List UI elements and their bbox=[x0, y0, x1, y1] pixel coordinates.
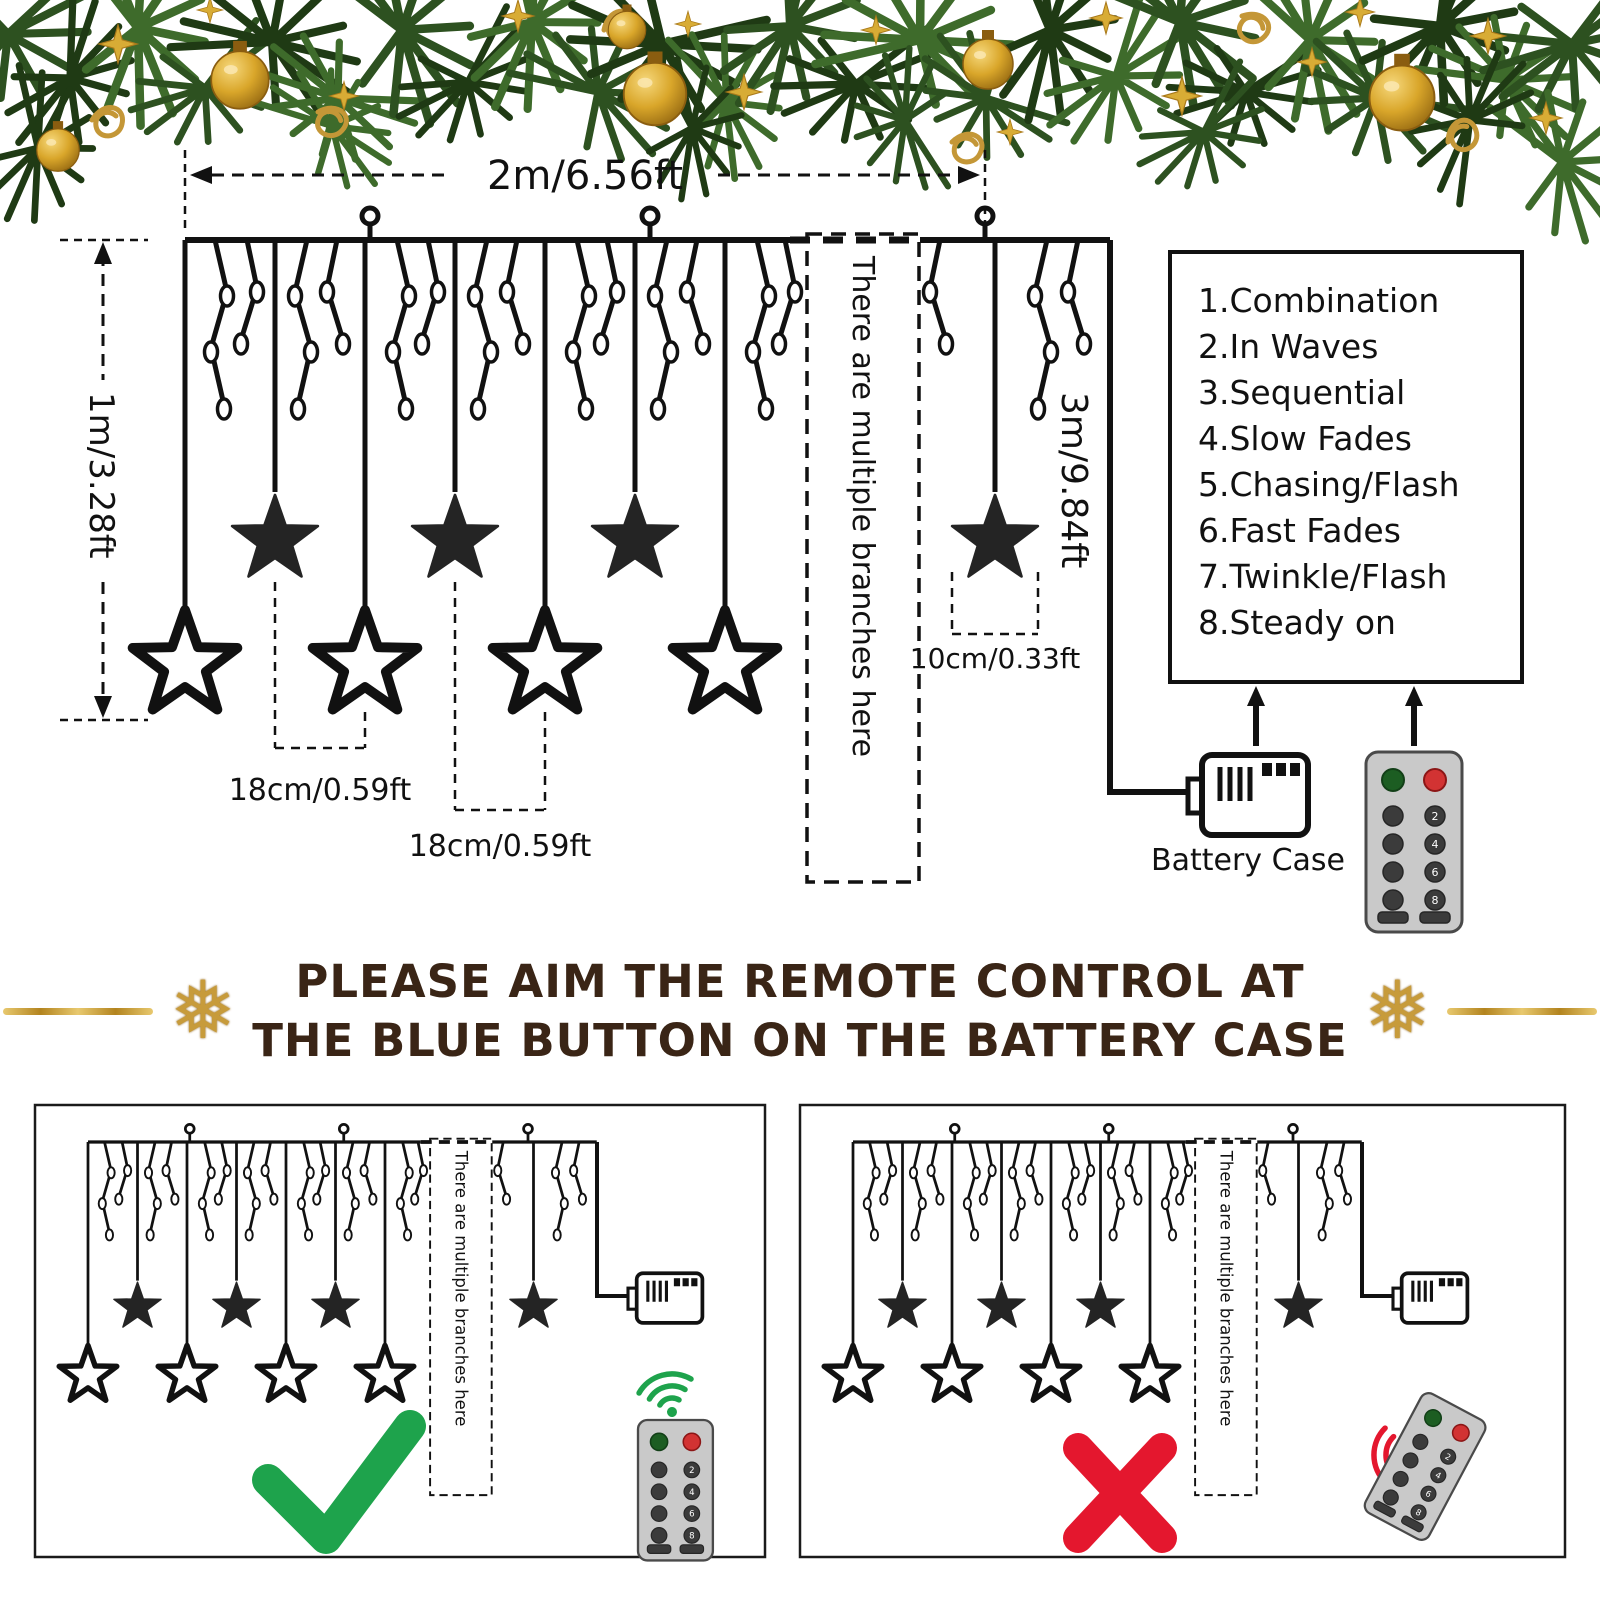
width-dimension-label: 2m/6.56ft bbox=[487, 153, 683, 199]
mode-item: 1.Combination bbox=[1198, 281, 1439, 320]
garland-decoration bbox=[0, 0, 1600, 257]
dimension-arrows bbox=[94, 166, 980, 718]
battery-case-icon bbox=[626, 1271, 705, 1325]
battery-case-icon bbox=[1188, 755, 1308, 835]
mode-item: 5.Chasing/Flash bbox=[1198, 465, 1460, 504]
gold-divider-left bbox=[3, 1007, 154, 1015]
battery-case-label: Battery Case bbox=[1151, 843, 1345, 878]
star-gap-label-2: 18cm/0.59ft bbox=[409, 829, 592, 864]
snowflake-icon-left: ❅ bbox=[169, 964, 237, 1058]
length-dimension-label: 3m/9.84ft bbox=[1053, 392, 1094, 568]
mode-item: 6.Fast Fades bbox=[1198, 511, 1401, 550]
remote-control-icon bbox=[636, 1418, 715, 1562]
dimension-labels: 2m/6.56ft 1m/3.28ft 3m/9.84ft 18cm/0.59f… bbox=[81, 153, 1094, 864]
mode-item: 4.Slow Fades bbox=[1198, 419, 1412, 458]
ribbon-icon bbox=[1232, 6, 1274, 47]
modes-box: 1.Combination 2.In Waves 3.Sequential 4.… bbox=[1168, 250, 1524, 684]
cross-icon bbox=[1063, 1433, 1177, 1553]
bauble-ornament-icon bbox=[210, 40, 270, 110]
instruction-text: PLEASE AIM THE REMOTE CONTROL AT THE BLU… bbox=[252, 952, 1348, 1071]
mode-item: 7.Twinkle/Flash bbox=[1198, 557, 1447, 596]
panel-wrong bbox=[798, 1103, 1567, 1559]
instruction-banner: ❅ PLEASE AIM THE REMOTE CONTROL AT THE B… bbox=[0, 952, 1600, 1071]
dimension-lines bbox=[60, 150, 1040, 812]
snowflake-icon-right: ❅ bbox=[1363, 964, 1431, 1058]
remote-control-icon bbox=[1364, 750, 1464, 934]
battery-case-icon bbox=[1391, 1271, 1470, 1325]
height-dimension-label: 1m/3.28ft bbox=[81, 392, 121, 559]
check-icon bbox=[252, 1410, 426, 1554]
main-wiring bbox=[1107, 240, 1190, 795]
star-ornament-icon bbox=[1089, 1, 1123, 35]
instruction-line-1: PLEASE AIM THE REMOTE CONTROL AT bbox=[295, 955, 1305, 1008]
mode-item: 8.Steady on bbox=[1198, 603, 1396, 642]
ribbon-icon bbox=[948, 130, 985, 165]
led-gap-label: 10cm/0.33ft bbox=[910, 642, 1080, 675]
star-ornament-icon bbox=[1345, 0, 1375, 27]
instruction-line-2: THE BLUE BUTTON ON THE BATTERY CASE bbox=[252, 1014, 1348, 1068]
up-arrows bbox=[1247, 686, 1423, 746]
mode-item: 2.In Waves bbox=[1198, 327, 1378, 366]
mode-item: 3.Sequential bbox=[1198, 373, 1405, 412]
panel-correct bbox=[33, 1103, 767, 1562]
star-gap-label-1: 18cm/0.59ft bbox=[229, 773, 412, 808]
gold-divider-right bbox=[1446, 1007, 1597, 1015]
